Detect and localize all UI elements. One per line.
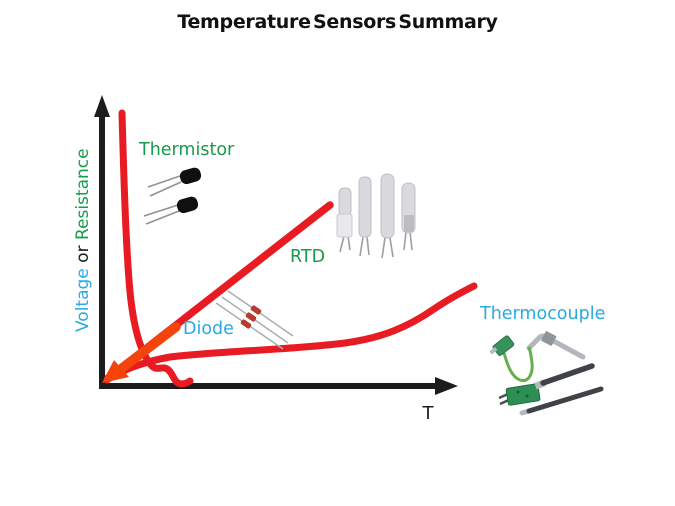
thermocouple-curve (103, 282, 478, 384)
diode-arrow-shaft (116, 322, 181, 374)
page-title: Temperature Sensors Summary (177, 11, 498, 33)
probe-rod (540, 363, 595, 386)
rtd-photo (336, 173, 416, 259)
x-axis-arrowhead-icon (435, 377, 458, 395)
thermocouple-photo (489, 331, 604, 416)
label-thermocouple: Thermocouple (480, 304, 606, 324)
bent-probe (526, 333, 586, 360)
y-axis-arrowhead-icon (94, 95, 110, 117)
label-diode: Diode (183, 319, 234, 339)
thermistor-curve (118, 109, 194, 388)
diode-arrowhead-icon (102, 360, 129, 383)
y-axis-label-or: or (73, 240, 93, 269)
diode-arrow (102, 322, 181, 383)
probe-rod-2 (526, 386, 604, 414)
y-axis-label-resistance: Resistance (73, 148, 93, 241)
green-cable (502, 346, 534, 383)
label-thermistor: Thermistor (139, 140, 235, 160)
y-axis-label-voltage: Voltage (73, 268, 93, 332)
thermistor-photo (143, 167, 202, 225)
axes (94, 95, 458, 395)
y-axis-label: Voltage or Resistance (73, 148, 93, 332)
compression-fitting (541, 331, 557, 346)
mini-connector (492, 335, 515, 356)
x-axis-label: T (422, 403, 434, 424)
label-rtd: RTD (290, 247, 326, 267)
diode-photo (215, 290, 294, 350)
connector-block (505, 383, 541, 406)
